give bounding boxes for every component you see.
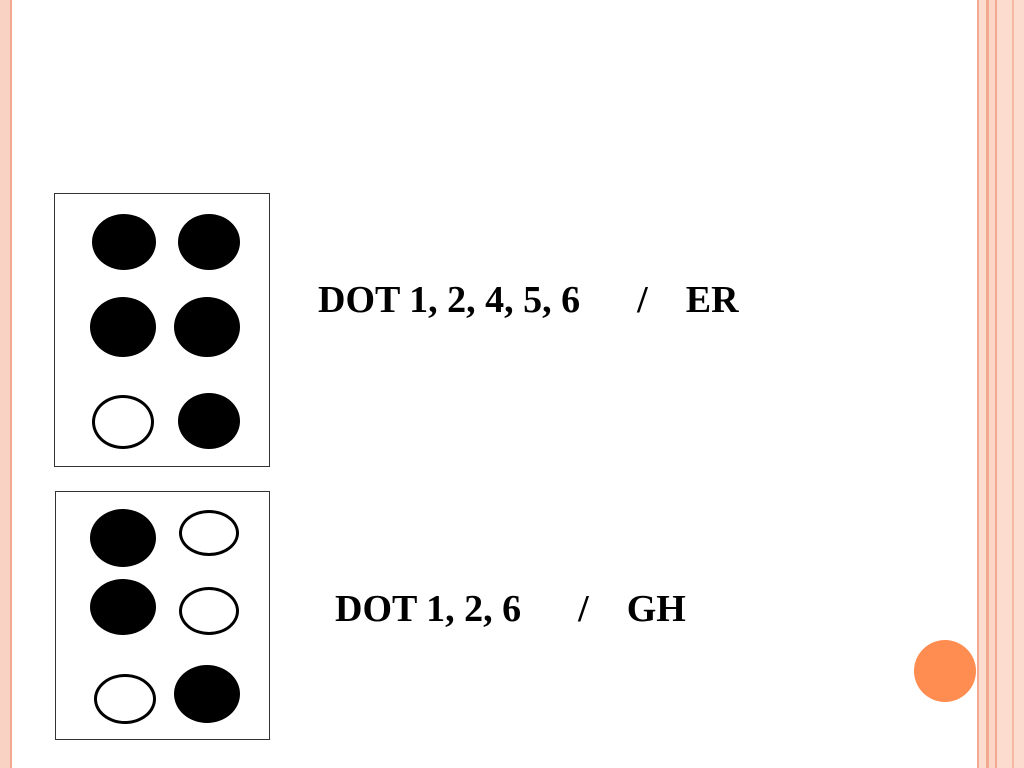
braille-dot-4	[178, 214, 240, 270]
right-border-band	[997, 0, 1024, 768]
braille-dot-5	[179, 587, 239, 635]
right-border-band	[989, 0, 995, 768]
right-border-line	[986, 0, 989, 768]
braille-dot-2	[90, 297, 156, 357]
braille-dot-1	[90, 509, 156, 567]
left-border-line	[10, 0, 12, 768]
braille-dot-3	[92, 395, 154, 449]
braille-caption-gh: DOT 1, 2, 6 / GH	[335, 588, 686, 630]
braille-cell-gh	[55, 491, 270, 740]
braille-dot-6	[174, 665, 240, 723]
braille-dot-2	[90, 579, 156, 635]
right-border-band	[979, 0, 986, 768]
left-border-band	[0, 0, 10, 768]
right-border-line	[977, 0, 979, 768]
right-border-line	[995, 0, 997, 768]
braille-dot-5	[174, 297, 240, 357]
decorative-orange-circle	[914, 640, 976, 702]
braille-cell-er	[54, 193, 270, 467]
right-border-line	[1012, 0, 1014, 768]
braille-caption-er: DOT 1, 2, 4, 5, 6 / ER	[318, 279, 739, 321]
braille-dot-4	[179, 510, 239, 556]
braille-dot-6	[178, 393, 240, 449]
braille-dot-1	[92, 214, 156, 270]
braille-dot-3	[94, 674, 156, 724]
